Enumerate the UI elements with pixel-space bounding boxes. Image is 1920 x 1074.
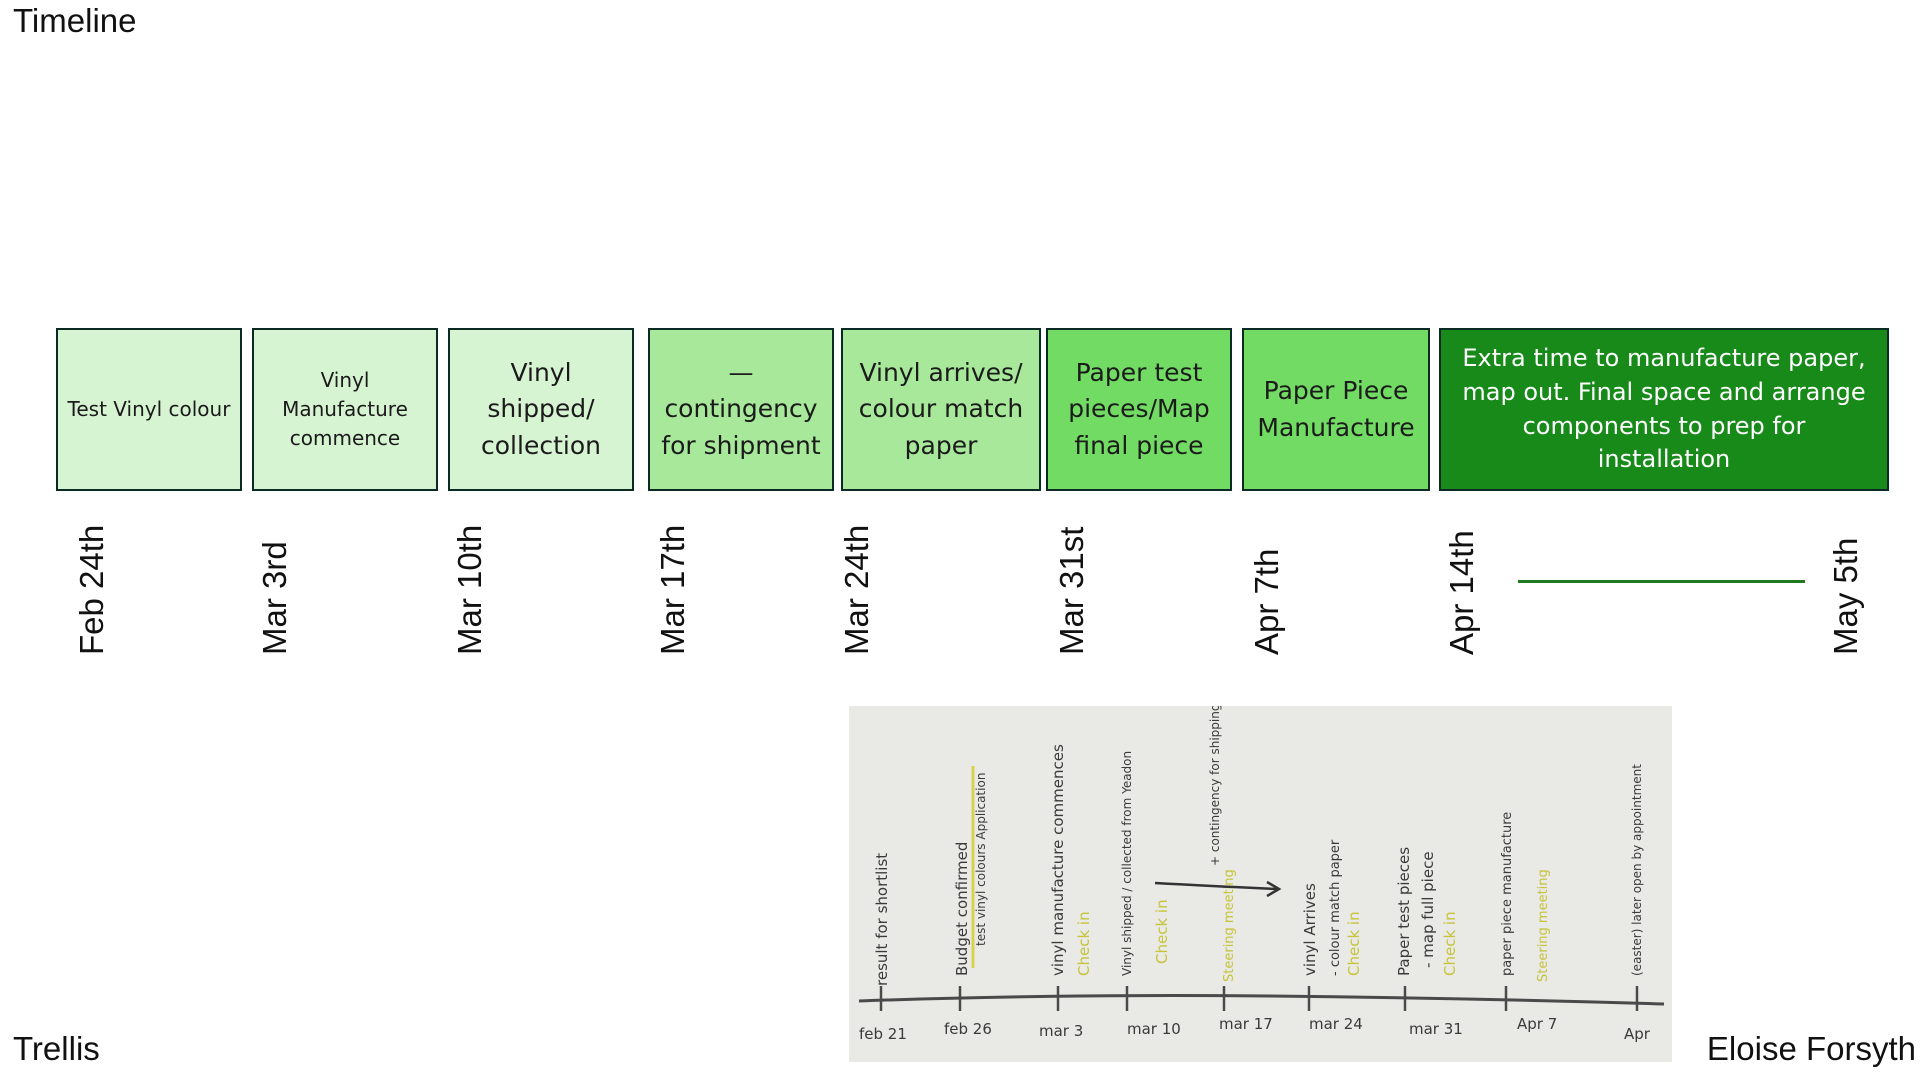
phase-label: Paper test pieces/Map final piece [1068,358,1210,460]
sketch-note: + contingency for shipping [1208,706,1222,866]
phase-box-paper-manufacture: Paper Piece Manufacture [1242,328,1430,491]
sketch-tick: mar 10 [1127,1020,1181,1038]
sketch-tick: Apr [1624,1025,1651,1043]
date-label: Feb 24th [73,524,110,655]
sketch-note: test vinyl colours Application [974,773,988,946]
sketch-note: Vinyl shipped / collected from Yeadon [1120,751,1134,976]
sketch-note: - colour match paper [1328,839,1343,976]
sketch-tick: mar 3 [1039,1022,1083,1040]
phase-box-test-vinyl: Test Vinyl colour [56,328,242,491]
sketch-tick: mar 31 [1409,1020,1463,1038]
phase-label: Vinyl arrives/ colour match paper [858,358,1024,460]
sketch-note: Check in [1345,911,1363,976]
sketch-tick: mar 24 [1309,1015,1363,1033]
footer-organisation: Trellis [13,1030,100,1067]
sketch-tick: feb 21 [859,1025,907,1043]
phase-label: Vinyl Manufacture commence [282,368,408,450]
phase-box-vinyl-arrives: Vinyl arrives/ colour match paper [841,328,1041,491]
date-label: Mar 17th [654,524,691,655]
sketch-note: vinyl Arrives [1301,883,1319,976]
footer-author: Eloise Forsyth [1706,1030,1916,1067]
sketch-note: Steering meeting [1222,869,1237,982]
sketch-tick: Apr 7 [1517,1015,1557,1033]
date-range-line [1518,580,1805,583]
sketch-note: Budget confirmed [953,842,971,976]
sketch-drawing: feb 21 feb 26 mar 3 mar 10 mar 17 mar 24… [858,706,1665,1043]
sketch-baseline [858,994,1665,1006]
sketch-note: Steering meeting [1536,869,1551,982]
sketch-note: Check in [1441,911,1459,976]
phase-label: — contingency for shipment [661,358,821,460]
page-title: Timeline [13,2,137,39]
phase-label: Paper Piece Manufacture [1257,376,1415,442]
phase-box-vinyl-shipped: Vinyl shipped/ collection [448,328,634,491]
sketch-note: (easter) later open by appointment [1630,764,1644,976]
sketch-note: - map full piece [1419,851,1437,968]
sketch-note: Check in [1153,899,1171,964]
sketch-tick: feb 26 [944,1020,992,1038]
phase-box-paper-test: Paper test pieces/Map final piece [1046,328,1232,491]
date-label: Apr 14th [1443,530,1480,655]
sketch-arrow [1154,881,1278,891]
date-label: Apr 7th [1248,548,1285,655]
sketch-note: result for shortlist [873,853,891,986]
sketch-photo: feb 21 feb 26 mar 3 mar 10 mar 17 mar 24… [849,706,1672,1062]
phase-label: Extra time to manufacture paper, map out… [1462,344,1866,474]
date-label: May 5th [1827,537,1864,655]
date-label: Mar 24th [838,524,875,655]
phase-label: Test Vinyl colour [67,397,231,421]
sketch-note: Check in [1075,911,1093,976]
date-label: Mar 31st [1053,526,1090,655]
sketch-note: paper piece manufacture [1500,812,1515,976]
date-label: Mar 3rd [256,541,293,655]
sketch-tick: mar 17 [1219,1015,1273,1033]
phase-box-vinyl-manufacture: Vinyl Manufacture commence [252,328,438,491]
phase-box-contingency: — contingency for shipment [648,328,834,491]
date-label: Mar 10th [451,524,488,655]
sketch-note: vinyl manufacture commences [1049,744,1067,976]
phase-label: Vinyl shipped/ collection [481,358,601,460]
sketch-note: Paper test pieces [1395,847,1413,976]
phase-box-extra-time: Extra time to manufacture paper, map out… [1439,328,1889,491]
arrow-head-icon [1266,880,1282,898]
